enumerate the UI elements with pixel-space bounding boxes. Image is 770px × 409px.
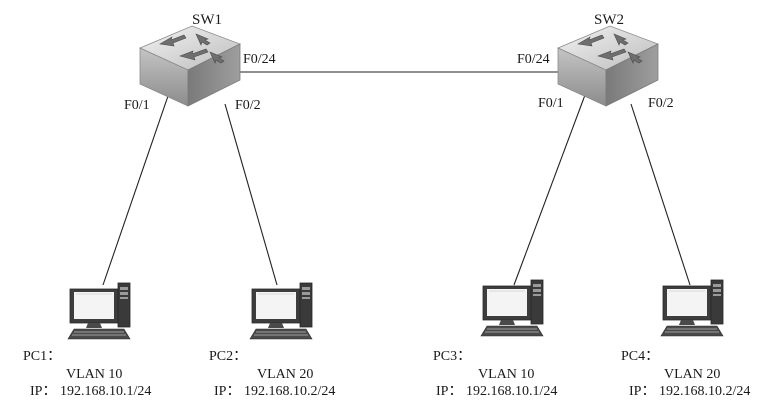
sw1-port-left: F0/1 (124, 98, 150, 113)
links (102, 71, 691, 286)
pc2-vlan: VLAN 20 (257, 367, 314, 382)
pc4-vlan: VLAN 20 (664, 367, 721, 382)
pc3-name: PC3： (433, 349, 472, 364)
sw1-port-uplink: F0/24 (243, 52, 276, 67)
switch-sw1-icon (139, 25, 241, 107)
pc4-name: PC4： (621, 349, 660, 364)
link-sw2-pc3 (513, 94, 586, 286)
pc3-vlan: VLAN 10 (478, 367, 535, 382)
link-sw2-pc4 (630, 103, 691, 286)
switch-sw2-icon (557, 25, 659, 107)
link-sw1-pc1 (102, 95, 169, 286)
pc4-icon (660, 279, 724, 337)
pc1-vlan: VLAN 10 (66, 367, 123, 382)
sw2-port-left: F0/1 (538, 96, 564, 111)
pc1-name: PC1： (23, 349, 62, 364)
pc4-ip: IP： 192.168.10.2/24 (629, 384, 751, 399)
pc1-ip: IP： 192.168.10.1/24 (30, 384, 152, 399)
sw1-port-right: F0/2 (235, 98, 261, 113)
pc2-ip: IP： 192.168.10.2/24 (214, 384, 336, 399)
pc2-icon (249, 282, 313, 340)
sw1-label: SW1 (192, 12, 222, 28)
pc3-icon (480, 279, 544, 337)
pc1-icon (67, 282, 131, 340)
pc3-ip: IP： 192.168.10.1/24 (436, 384, 558, 399)
sw2-port-uplink: F0/24 (517, 52, 550, 67)
pc2-name: PC2： (209, 349, 248, 364)
link-sw1-pc2 (224, 103, 278, 286)
sw2-label: SW2 (594, 12, 624, 28)
sw2-port-right: F0/2 (648, 96, 674, 111)
